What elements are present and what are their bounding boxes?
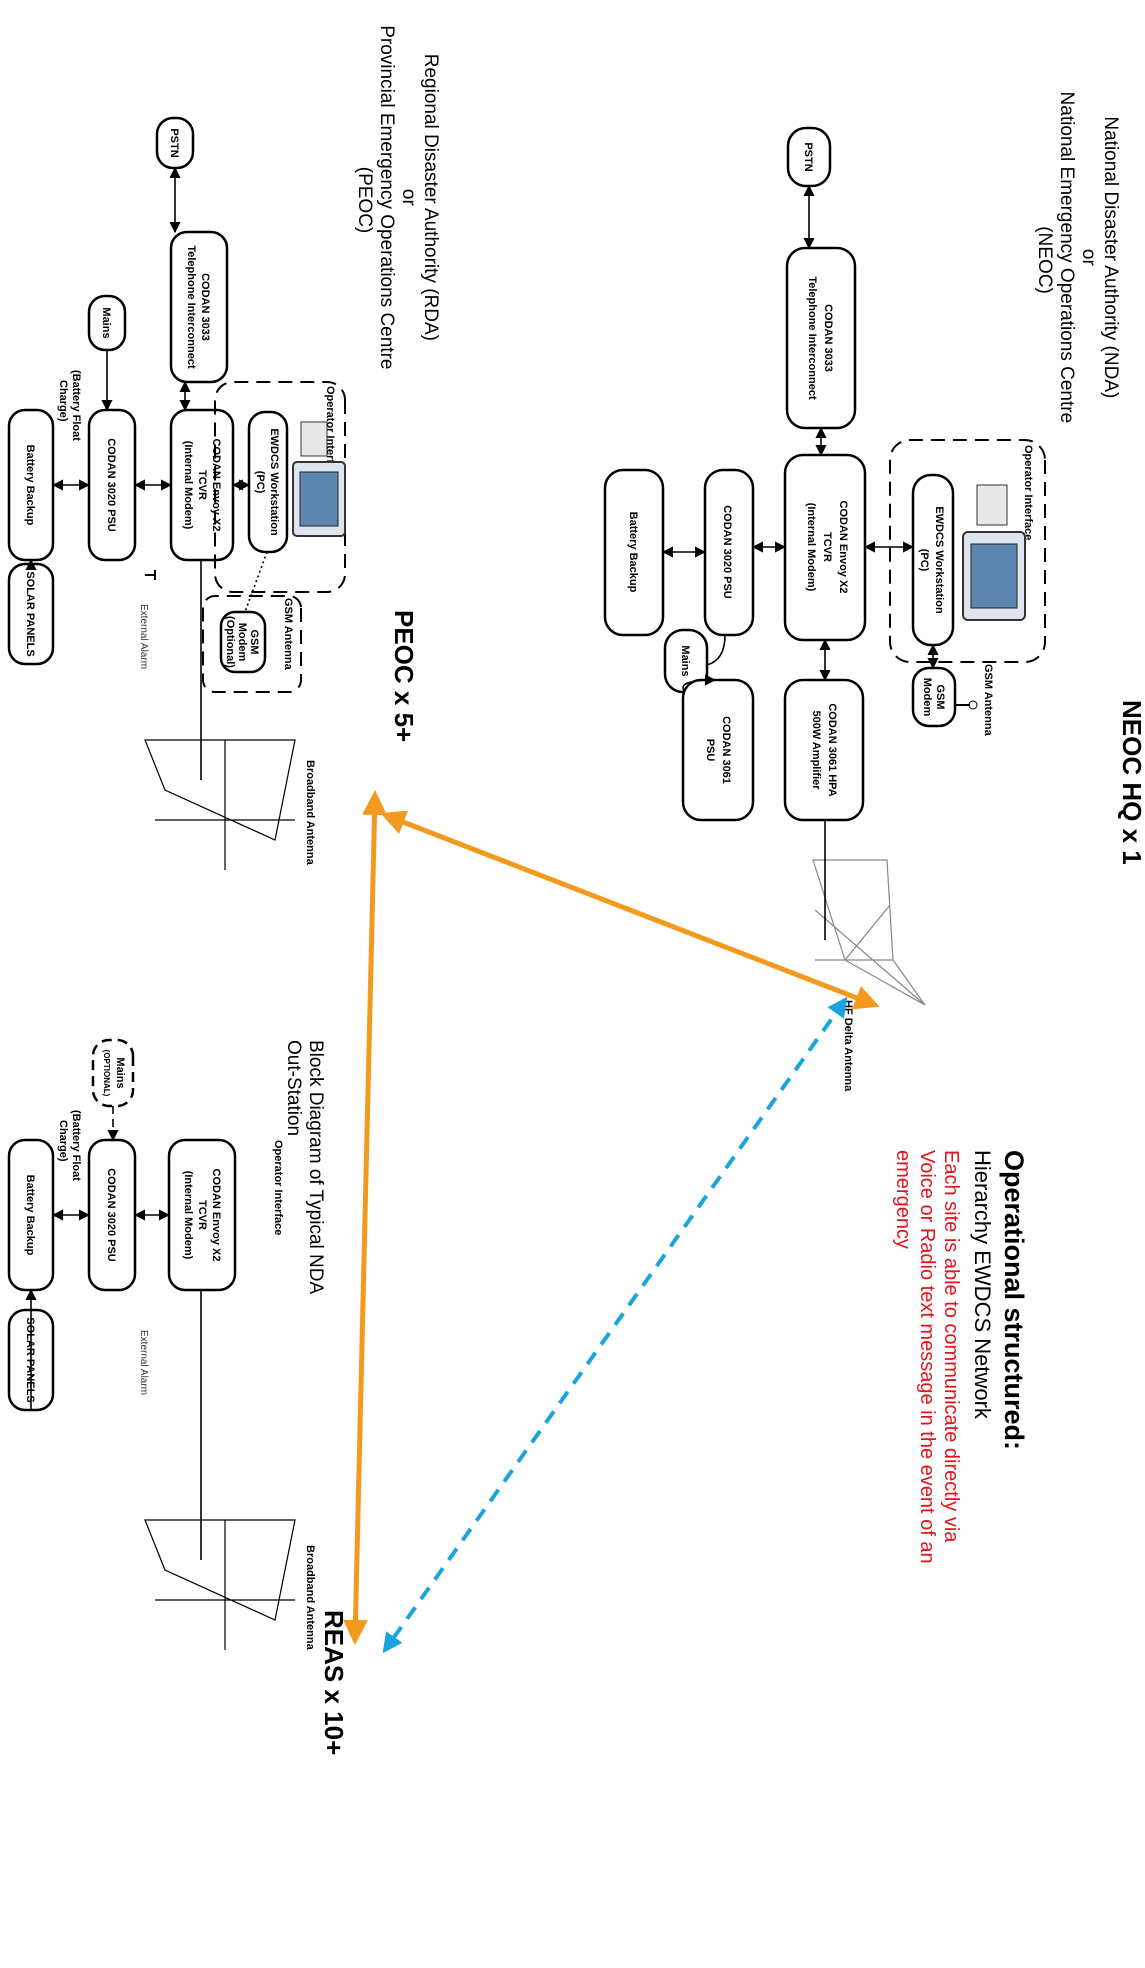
- alarm-icon: [145, 570, 156, 580]
- neoc-section: National Disaster Authority (NDA) or Nat…: [603, 92, 1145, 1092]
- neoc-operator-interface-label: Operator Interface: [1022, 445, 1034, 540]
- peoc-gsm-box: [202, 595, 302, 693]
- peoc-solar-panels: SOLAR PANELS: [7, 562, 55, 666]
- neoc-gsm-antenna-label: GSM Antenna: [982, 664, 994, 737]
- reas-transceiver: CODAN Envoy X2TCVR(Internal Modem): [167, 1138, 237, 1292]
- svg-text:Mains(OPTIONAL): Mains(OPTIONAL): [102, 1050, 126, 1097]
- neoc-site-label: NEOC HQ x 1: [1117, 700, 1145, 865]
- svg-text:PSTN: PSTN: [802, 142, 814, 171]
- neoc-gsm-modem: GSMModem: [911, 666, 957, 728]
- svg-text:CODAN Envoy X2TCVR(Internal Mo: CODAN Envoy X2TCVR(Internal Modem): [182, 439, 222, 532]
- peoc-telephone-interconnect: CODAN 3033Telephone Interconnect: [169, 230, 229, 384]
- peoc-battery-backup: Battery Backup: [7, 408, 55, 562]
- reas-operator-interface-label: Operator Interface: [272, 1140, 284, 1235]
- svg-text:CODAN 3033Telephone Interconne: CODAN 3033Telephone Interconnect: [806, 276, 834, 400]
- peoc-site-label: PEOC x 5+: [389, 610, 419, 742]
- reas-section: Block Diagram of Typical NDA Out-Station…: [7, 1038, 349, 1755]
- svg-text:CODAN 3061PSU: CODAN 3061PSU: [704, 716, 732, 784]
- link-neoc-peoc: [380, 810, 880, 1010]
- svg-text:CODAN 3020 PSU: CODAN 3020 PSU: [105, 438, 117, 532]
- reas-site-label: REAS x 10+: [319, 1610, 349, 1755]
- operational-note: Operational structured: Hierarchy EWDCS …: [892, 1150, 1029, 1569]
- svg-text:Battery Backup: Battery Backup: [24, 445, 36, 526]
- peoc-section: Regional Disaster Authority (RDA) or Pro…: [7, 25, 441, 870]
- svg-text:EWDCS Workstation(PC): EWDCS Workstation(PC): [918, 506, 945, 614]
- peoc-mains: Mains: [87, 294, 127, 352]
- svg-text:CODAN 3020 PSU: CODAN 3020 PSU: [105, 1168, 117, 1262]
- svg-text:Battery Backup: Battery Backup: [627, 512, 639, 593]
- neoc-hpa: CODAN 3061 HPA500W Amplifier: [783, 678, 865, 822]
- svg-text:GSMModem(Optional): GSMModem(Optional): [224, 616, 260, 668]
- reas-broadband-antenna-icon: [144, 1519, 296, 1650]
- peoc-title: Regional Disaster Authority (RDA) or Pro…: [354, 25, 441, 375]
- svg-text:CODAN Envoy X2TCVR(Internal Mo: CODAN Envoy X2TCVR(Internal Modem): [182, 1169, 222, 1262]
- neoc-battery-backup: Battery Backup: [603, 468, 665, 637]
- neoc-workstation: EWDCS Workstation(PC): [911, 473, 955, 647]
- neoc-antenna-label: HF Delta Antenna: [842, 1000, 854, 1092]
- neoc-mains: Mains: [663, 628, 709, 694]
- svg-text:CODAN 3033Telephone Interconne: CODAN 3033Telephone Interconnect: [185, 245, 211, 369]
- svg-text:Battery Backup: Battery Backup: [24, 1175, 36, 1256]
- operational-note-text: Each site is able to communicate directl…: [892, 1150, 962, 1569]
- reas-battery-backup: Battery Backup: [7, 1138, 55, 1292]
- peoc-psu: CODAN 3020 PSU: [87, 408, 137, 562]
- reas-antenna-label: Broadband Antenna: [304, 1545, 316, 1651]
- svg-text:Mains: Mains: [100, 307, 112, 338]
- peoc-float-charge-label: (Battery FloatCharge): [57, 370, 82, 441]
- svg-text:EWDCS Workstation(PC): EWDCS Workstation(PC): [254, 428, 280, 536]
- reas-mains: Mains(OPTIONAL): [91, 1038, 135, 1108]
- peoc-antenna-label: Broadband Antenna: [304, 760, 316, 866]
- peoc-operator-interface-label: Operator Interface: [324, 386, 336, 481]
- neoc-psu: CODAN 3020 PSU: [703, 468, 755, 637]
- peoc-gsm-antenna-label: GSM Antenna: [282, 598, 294, 671]
- neoc-transceiver: CODAN Envoy X2TCVR(Internal Modem): [783, 453, 867, 642]
- peoc-workstation: EWDCS Workstation(PC): [247, 410, 289, 554]
- svg-text:Mains: Mains: [679, 645, 691, 676]
- operational-subheading: Hierarchy EWDCS Network: [970, 1150, 995, 1420]
- svg-text:GSMModem: GSMModem: [921, 678, 946, 717]
- svg-text:PSTN: PSTN: [168, 128, 180, 157]
- gsm-antenna-icon: [955, 700, 978, 710]
- svg-text:CODAN 3061 HPA500W Amplifier: CODAN 3061 HPA500W Amplifier: [810, 703, 838, 796]
- link-neoc-reas: [382, 996, 848, 1654]
- svg-text:SOLAR PANELS: SOLAR PANELS: [24, 571, 36, 656]
- svg-text:CODAN Envoy X2TCVR(Internal Mo: CODAN Envoy X2TCVR(Internal Modem): [805, 501, 849, 594]
- peoc-pstn: PSTN: [155, 116, 195, 170]
- reas-psu: CODAN 3020 PSU: [87, 1138, 137, 1292]
- computer-icon: [962, 484, 1026, 621]
- peoc-transceiver: CODAN Envoy X2TCVR(Internal Modem): [169, 408, 235, 562]
- radio-links: [342, 790, 880, 1654]
- neoc-hpa-psu: CODAN 3061PSU: [681, 678, 755, 822]
- peoc-operator-interface-box: [214, 381, 346, 593]
- computer-icon: [292, 421, 346, 537]
- reas-alarm-label: External Alarm: [138, 1330, 149, 1395]
- peoc-broadband-antenna-icon: [144, 739, 296, 870]
- neoc-telephone-interconnect: CODAN 3033Telephone Interconnect: [785, 246, 857, 430]
- reas-float-charge-label: (Battery FloatCharge): [57, 1110, 82, 1181]
- link-peoc-reas: [342, 790, 388, 1645]
- peoc-alarm-label: External Alarm: [138, 604, 149, 669]
- svg-text:CODAN 3020 PSU: CODAN 3020 PSU: [721, 505, 733, 599]
- svg-text:SOLAR PANELS: SOLAR PANELS: [24, 1317, 36, 1402]
- hf-delta-antenna-icon: [812, 859, 926, 1006]
- operational-heading: Operational structured:: [999, 1150, 1029, 1450]
- neoc-title: National Disaster Authority (NDA) or Nat…: [1034, 92, 1121, 429]
- reas-title: Block Diagram of Typical NDA Out-Station: [283, 1040, 326, 1298]
- neoc-pstn: PSTN: [786, 126, 832, 188]
- peoc-gsm-modem: GSMModem(Optional): [219, 610, 267, 674]
